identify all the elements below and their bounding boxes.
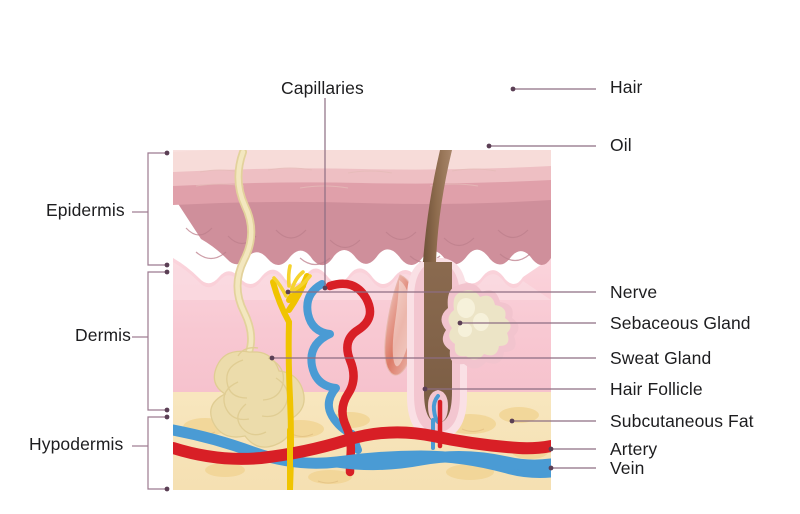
epidermis-deep-layer [173,196,551,266]
hair-follicle-bulb [424,262,452,423]
label-hair: Hair [610,77,643,97]
label-sweat-gland: Sweat Gland [610,348,712,368]
main-artery [173,426,551,465]
label-capillaries: Capillaries [281,78,364,98]
label-hair-follicle: Hair Follicle [610,379,703,399]
label-oil: Oil [610,135,632,155]
capillary-vein-loop [303,280,362,454]
epidermis-deep-texture [185,227,531,266]
main-vein [173,424,551,478]
label-dermis: Dermis [75,325,132,345]
label-nerve: Nerve [610,282,658,302]
label-vein: Vein [610,458,645,478]
hair-shaft-embedded [423,150,452,262]
arrector-pili-highlight [392,280,412,367]
skin-block [173,150,551,490]
sweat-gland-duct-core [235,150,254,355]
sebaceous-gland-lobules [457,298,489,337]
label-hypodermis: Hypodermis [29,434,124,454]
label-artery: Artery [610,439,658,459]
nerve-branches [272,264,312,298]
label-epidermis: Epidermis [46,200,125,220]
label-sebaceous-gland: Sebaceous Gland [610,313,751,333]
label-subcutaneous-fat: Subcutaneous Fat [610,411,754,431]
main-vein-crossover [331,450,551,471]
stratum-corneum [173,150,551,172]
papilla-vessel-vein [431,394,440,424]
capillary-artery-loop [325,279,375,477]
